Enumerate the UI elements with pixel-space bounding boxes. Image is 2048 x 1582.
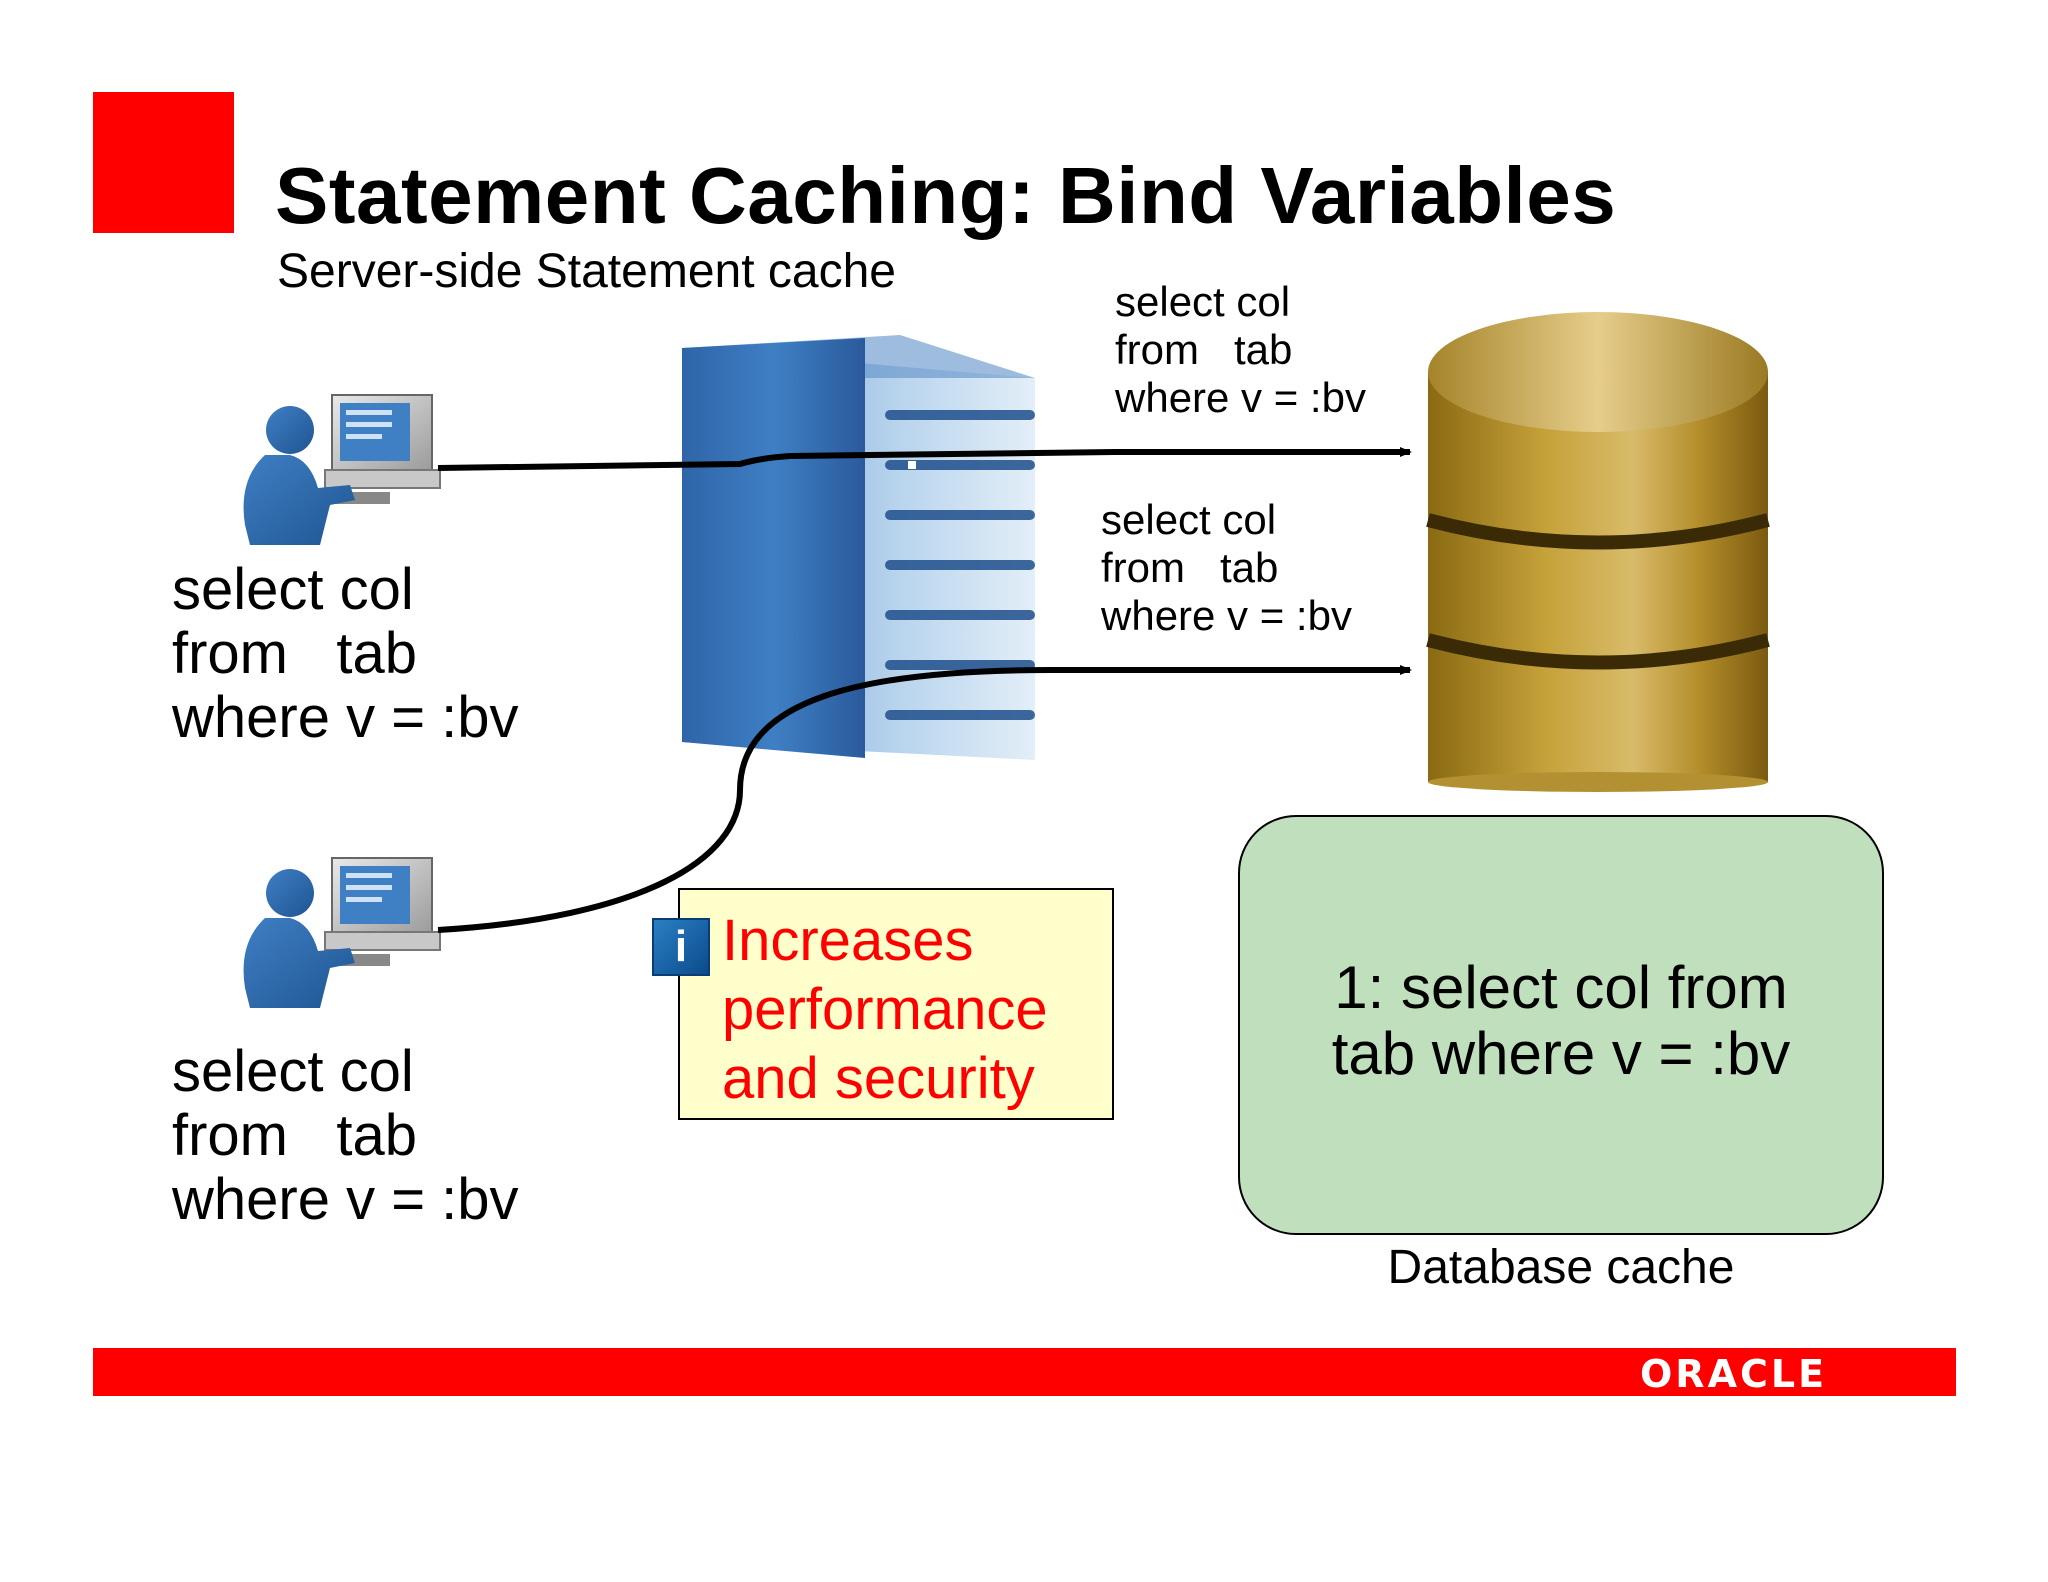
database-icon	[1426, 312, 1770, 792]
slide-subtitle: Server-side Statement cache	[277, 245, 896, 298]
connector-arrow-1	[437, 447, 1412, 471]
sent-query-label-1: select col from tab where v = :bv	[1115, 278, 1366, 421]
client-query-text-2: select col from tab where v = :bv	[172, 1039, 519, 1232]
connector-arrow-2	[437, 665, 1412, 933]
database-cache-entry: 1: select col from tab where v = :bv	[1331, 954, 1791, 1087]
red-accent-square	[93, 92, 234, 233]
sent-query-label-2: select col from tab where v = :bv	[1101, 496, 1352, 639]
user-computer-icon-2	[243, 857, 441, 1008]
database-cache-label: Database cache	[1387, 1241, 1735, 1294]
note-callout-box	[678, 888, 1114, 1120]
client-query-text-1: select col from tab where v = :bv	[172, 557, 519, 750]
server-icon	[682, 335, 1035, 760]
info-icon: i	[652, 918, 710, 976]
slide-title: Statement Caching: Bind Variables	[275, 151, 1617, 240]
note-text: Increases performance and security	[722, 908, 1048, 1111]
footer-bar	[93, 1348, 1956, 1396]
database-cache-box	[1238, 815, 1884, 1235]
user-computer-icon-1	[243, 394, 441, 545]
oracle-logo: ORACLE	[1640, 1352, 1828, 1396]
